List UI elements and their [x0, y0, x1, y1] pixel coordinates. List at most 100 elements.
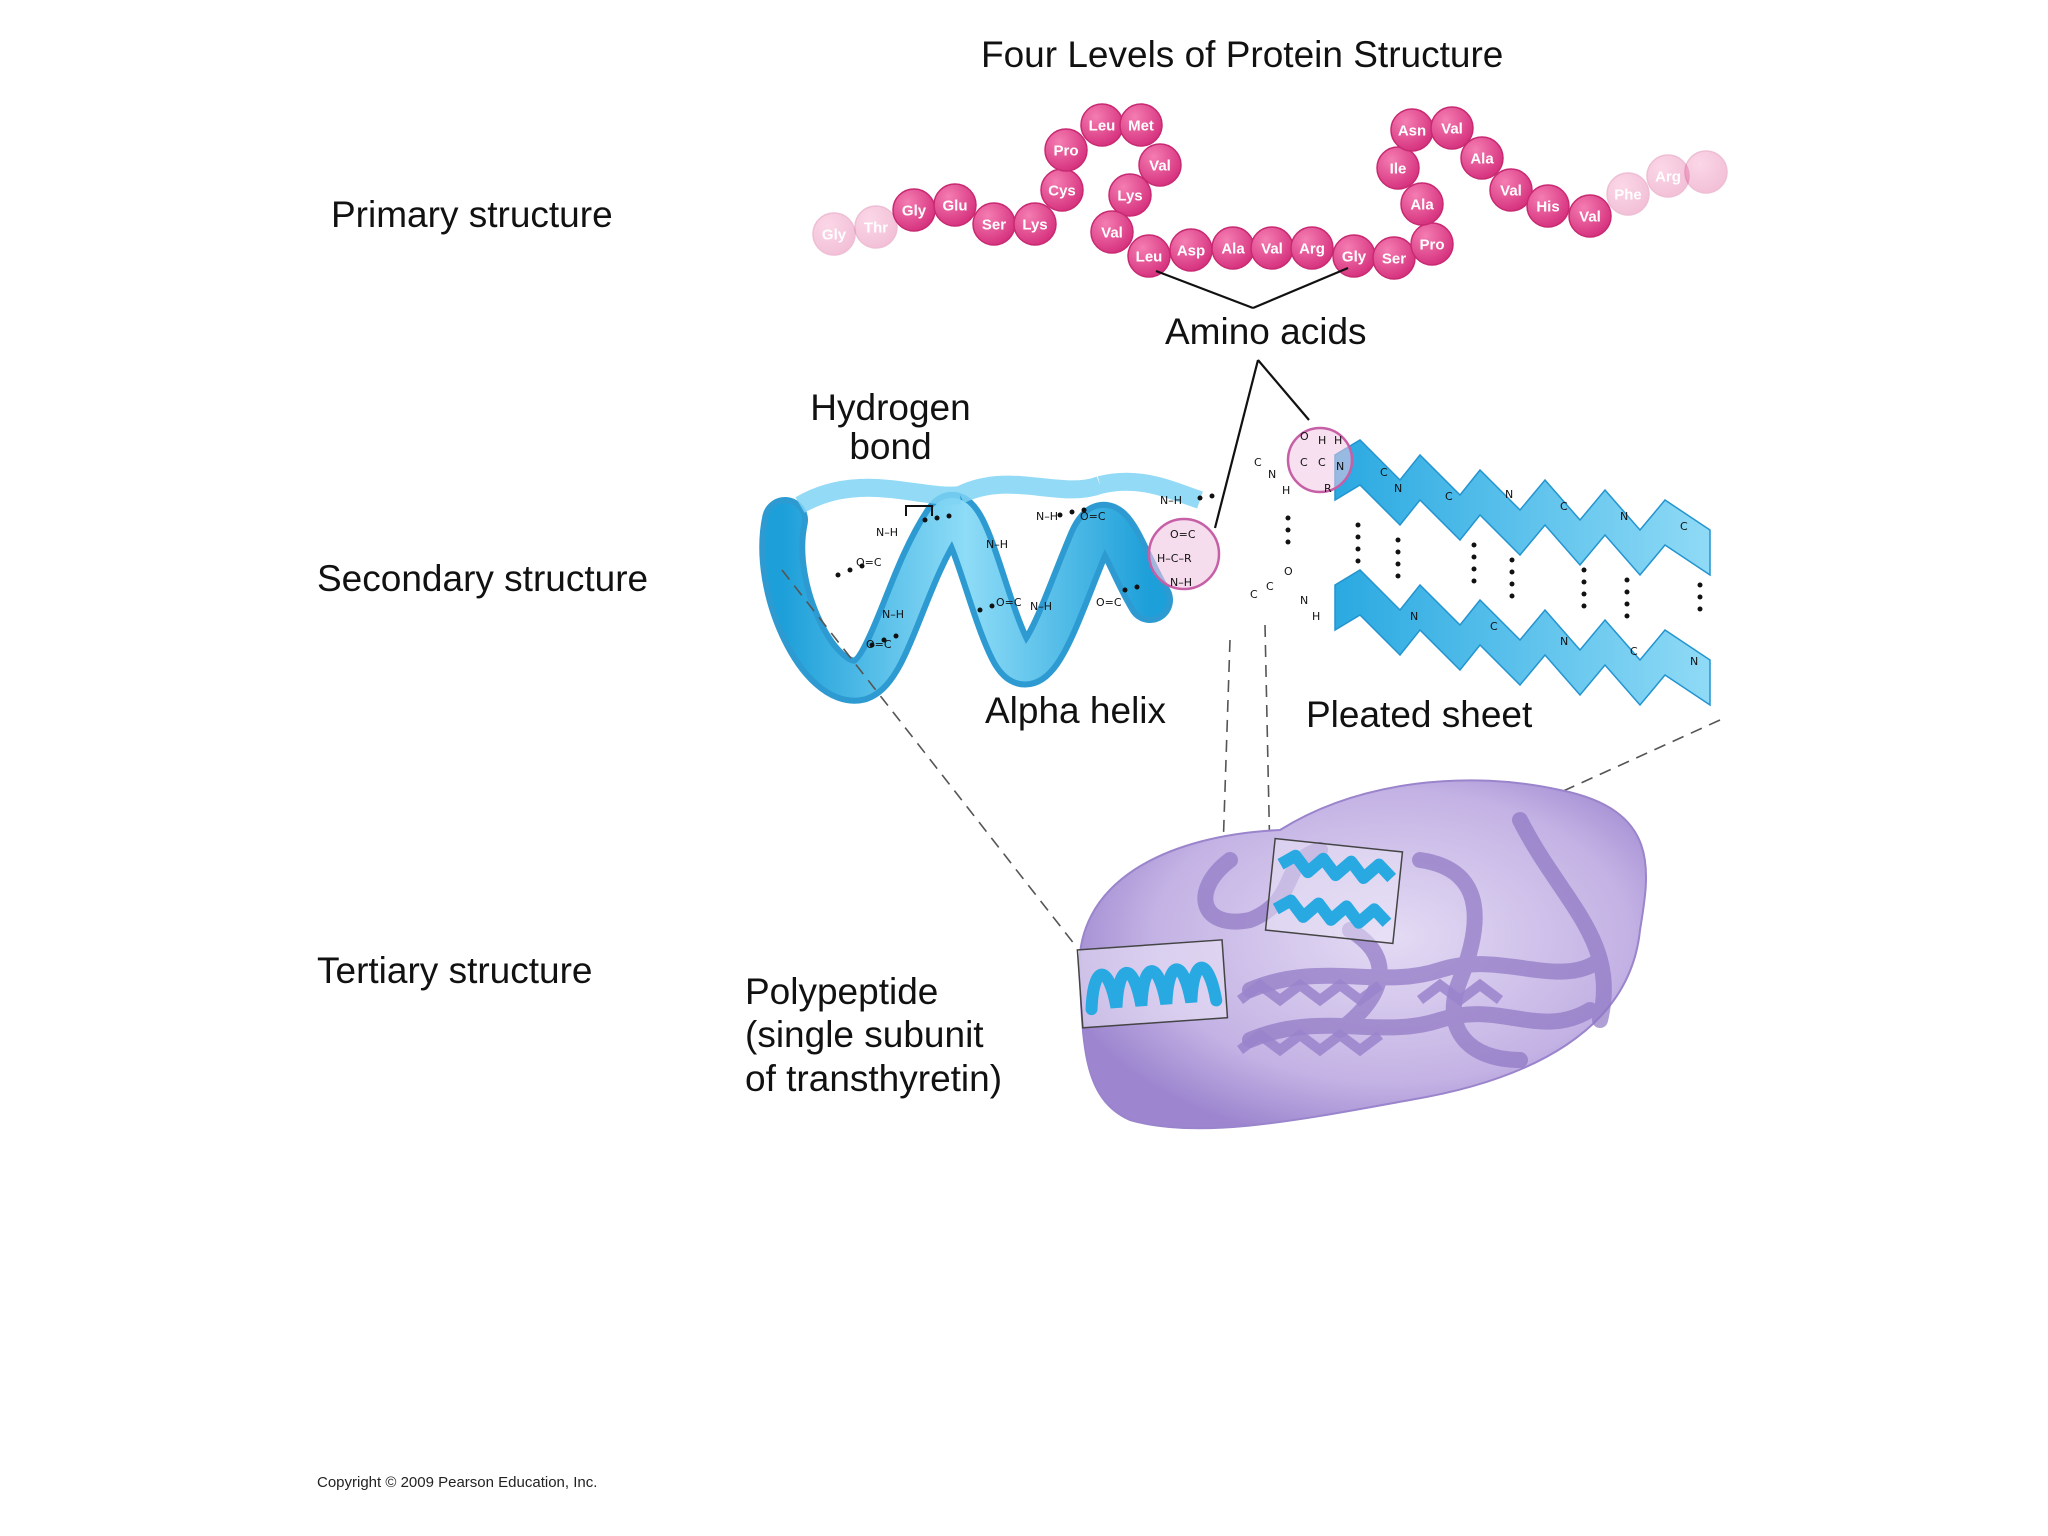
amino-acid-residue: Pro	[1044, 128, 1088, 172]
amino-acid-residue-label: Cys	[1048, 183, 1076, 200]
amino-acid-residue-label: Gly	[1342, 249, 1367, 266]
amino-acid-residue-label: Lys	[1117, 188, 1142, 205]
amino-acid-residue: Lys	[1108, 173, 1152, 217]
svg-text:H: H	[1318, 434, 1326, 447]
svg-text:C: C	[1254, 456, 1262, 469]
amino-acids-callout-lines	[1155, 266, 1349, 529]
amino-acid-residue: Val	[1489, 168, 1533, 212]
svg-text:N: N	[1268, 468, 1276, 481]
amino-acid-residue-label: Glu	[943, 198, 968, 215]
svg-text:C: C	[1490, 620, 1498, 633]
hydrogen-bond-bracket	[905, 505, 933, 516]
amino-acid-residue: Val	[1138, 143, 1182, 187]
svg-text:N: N	[1394, 482, 1402, 495]
amino-acid-residue-label: Val	[1261, 241, 1283, 258]
svg-text:C: C	[1560, 500, 1568, 513]
amino-acid-residue-label: Gly	[902, 203, 927, 220]
svg-text:C: C	[1318, 456, 1326, 469]
copyright-notice: Copyright © 2009 Pearson Education, Inc.	[317, 1474, 598, 1491]
amino-acid-residue: Gly	[892, 188, 936, 232]
figure-title: Four Levels of Protein Structure	[981, 34, 1504, 75]
amino-acid-residue-label: Leu	[1089, 118, 1116, 135]
amino-acid-residue: Met	[1119, 103, 1163, 147]
svg-text:N: N	[1560, 635, 1568, 648]
amino-acid-residue-label: Phe	[1614, 187, 1642, 204]
amino-acid-residue-label: Asn	[1398, 123, 1426, 140]
amino-acid-residue: Lys	[1013, 202, 1057, 246]
amino-acid-residue-label: Asp	[1177, 243, 1205, 260]
svg-text:R: R	[1324, 482, 1332, 495]
amino-acid-residue: Arg	[1290, 226, 1334, 270]
amino-acid-residue: Glu	[933, 183, 977, 227]
svg-text:N–H: N–H	[1170, 576, 1192, 589]
helix-chem-labels: N–H O=C N–H O=C N–H O=C N–H N–H O=C O=C …	[856, 494, 1182, 651]
amino-acid-residue: Pro	[1410, 222, 1454, 266]
amino-acid-residue-label: Val	[1500, 183, 1522, 200]
svg-text:N: N	[1505, 488, 1513, 501]
svg-text:O=C: O=C	[996, 596, 1022, 609]
alpha-helix-ribbon: N–H O=C N–H O=C N–H O=C N–H N–H O=C O=C …	[759, 472, 1221, 704]
svg-text:N–H: N–H	[1036, 510, 1058, 523]
tertiary-structure-blob	[1076, 779, 1647, 1130]
sheet-hydrogen-bond-dots	[1285, 515, 1703, 619]
svg-text:O=C: O=C	[866, 638, 892, 651]
amino-acid-residue: Ser	[972, 202, 1016, 246]
svg-text:N–H: N–H	[882, 608, 904, 621]
svg-text:N–H: N–H	[986, 538, 1008, 551]
svg-text:O=C: O=C	[1080, 510, 1106, 523]
amino-acid-residue: Cys	[1040, 168, 1084, 212]
amino-acid-residue: Val	[1250, 226, 1294, 270]
amino-acid-residue-label: His	[1536, 199, 1559, 216]
amino-acid-residue-label: Met	[1128, 118, 1154, 135]
svg-text:O=C: O=C	[1170, 528, 1196, 541]
helix-hydrogen-bond-dots	[835, 493, 1215, 648]
amino-acid-residue-label: Val	[1579, 209, 1601, 226]
svg-text:C: C	[1266, 580, 1274, 593]
amino-acid-residue-label: Ala	[1221, 241, 1245, 258]
amino-acid-residue-label: Ala	[1470, 151, 1494, 168]
amino-acid-residue: Ala	[1460, 136, 1504, 180]
svg-text:H–C–R: H–C–R	[1157, 552, 1192, 565]
primary-structure-label: Primary structure	[331, 194, 613, 235]
amino-acid-residue: Ala	[1211, 226, 1255, 270]
amino-acid-residue-label: Arg	[1655, 169, 1681, 186]
amino-acid-residue: Asn	[1390, 108, 1434, 152]
amino-acid-residue: Arg	[1646, 154, 1690, 198]
hydrogen-bond-label: Hydrogen bond	[810, 387, 971, 467]
svg-text:N: N	[1336, 460, 1344, 473]
amino-acid-residue-label: Lys	[1022, 217, 1047, 234]
tertiary-structure-label: Tertiary structure	[317, 950, 593, 991]
svg-text:N–H: N–H	[876, 526, 898, 539]
sheet-amino-acid-highlight	[1286, 426, 1354, 494]
amino-acid-residue: Gly	[1332, 234, 1376, 278]
amino-acid-residue: His	[1526, 184, 1570, 228]
amino-acid-residue: Ala	[1400, 182, 1444, 226]
amino-acid-residue	[1684, 150, 1728, 194]
amino-acid-residue-label: Pro	[1419, 237, 1444, 254]
svg-text:C: C	[1250, 588, 1258, 601]
amino-acid-residue-label: Val	[1149, 158, 1171, 175]
svg-text:H: H	[1282, 484, 1290, 497]
alpha-helix-label: Alpha helix	[985, 690, 1167, 731]
amino-acid-residue-label: Val	[1441, 121, 1463, 138]
amino-acid-residue-label: Val	[1101, 225, 1123, 242]
helix-amino-acid-highlight	[1147, 517, 1221, 591]
amino-acid-residue: Asp	[1169, 228, 1213, 272]
amino-acid-residue: Val	[1568, 194, 1612, 238]
svg-text:C: C	[1630, 645, 1638, 658]
amino-acid-residue: Val	[1430, 106, 1474, 150]
pleated-sheet-label: Pleated sheet	[1306, 694, 1533, 735]
amino-acid-residue-label: Pro	[1053, 143, 1078, 160]
amino-acid-residue-label: Ser	[1382, 251, 1406, 268]
amino-acid-residue: Gly	[812, 212, 856, 256]
svg-text:C: C	[1380, 466, 1388, 479]
secondary-structure-label: Secondary structure	[317, 558, 649, 599]
svg-text:N–H: N–H	[1030, 600, 1052, 613]
sheet-chem-labels: C N H C O C N H C N C N C N C N C N C N	[1250, 456, 1698, 668]
amino-acid-residue-label: Thr	[864, 220, 888, 237]
amino-acid-residue: Leu	[1080, 103, 1124, 147]
amino-acid-residue: Ser	[1372, 236, 1416, 280]
svg-text:C: C	[1445, 490, 1453, 503]
polypeptide-label: Polypeptide (single subunit of transthyr…	[745, 971, 1003, 1099]
